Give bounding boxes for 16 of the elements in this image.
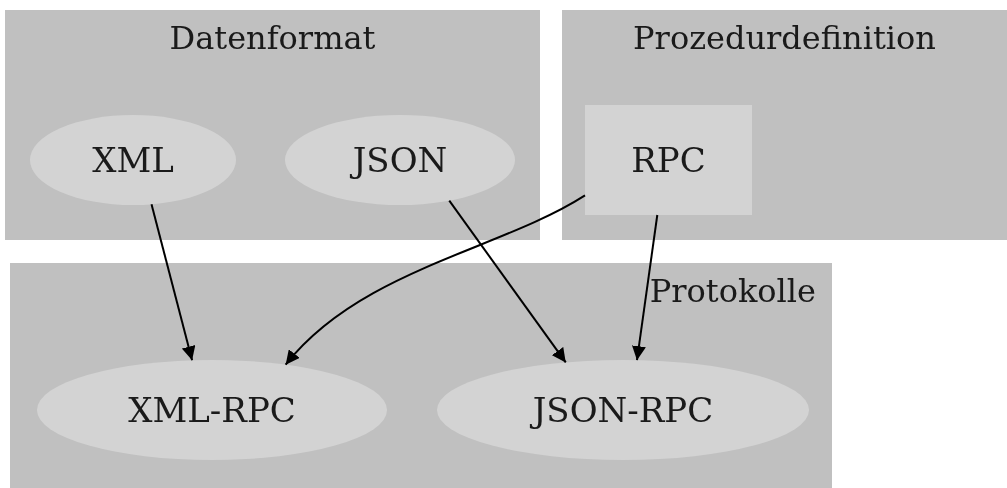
group-panel: [562, 10, 1007, 240]
group-title: Prozedurdefinition: [633, 18, 936, 58]
node-label: RPC: [631, 140, 706, 180]
group-panel: [10, 263, 832, 488]
node-label: JSON-RPC: [532, 390, 714, 430]
group-title: Protokolle: [649, 271, 816, 311]
arrow: [448, 199, 567, 364]
arrow: [632, 214, 659, 362]
group-title: Datenformat: [169, 18, 376, 58]
group-panel: [5, 10, 540, 240]
arrow: [150, 203, 196, 362]
node-label: JSON: [352, 140, 448, 180]
arrow: [284, 194, 586, 366]
node-label: XML-RPC: [128, 390, 296, 430]
node-label: XML: [92, 140, 174, 180]
process-box: [585, 105, 752, 215]
